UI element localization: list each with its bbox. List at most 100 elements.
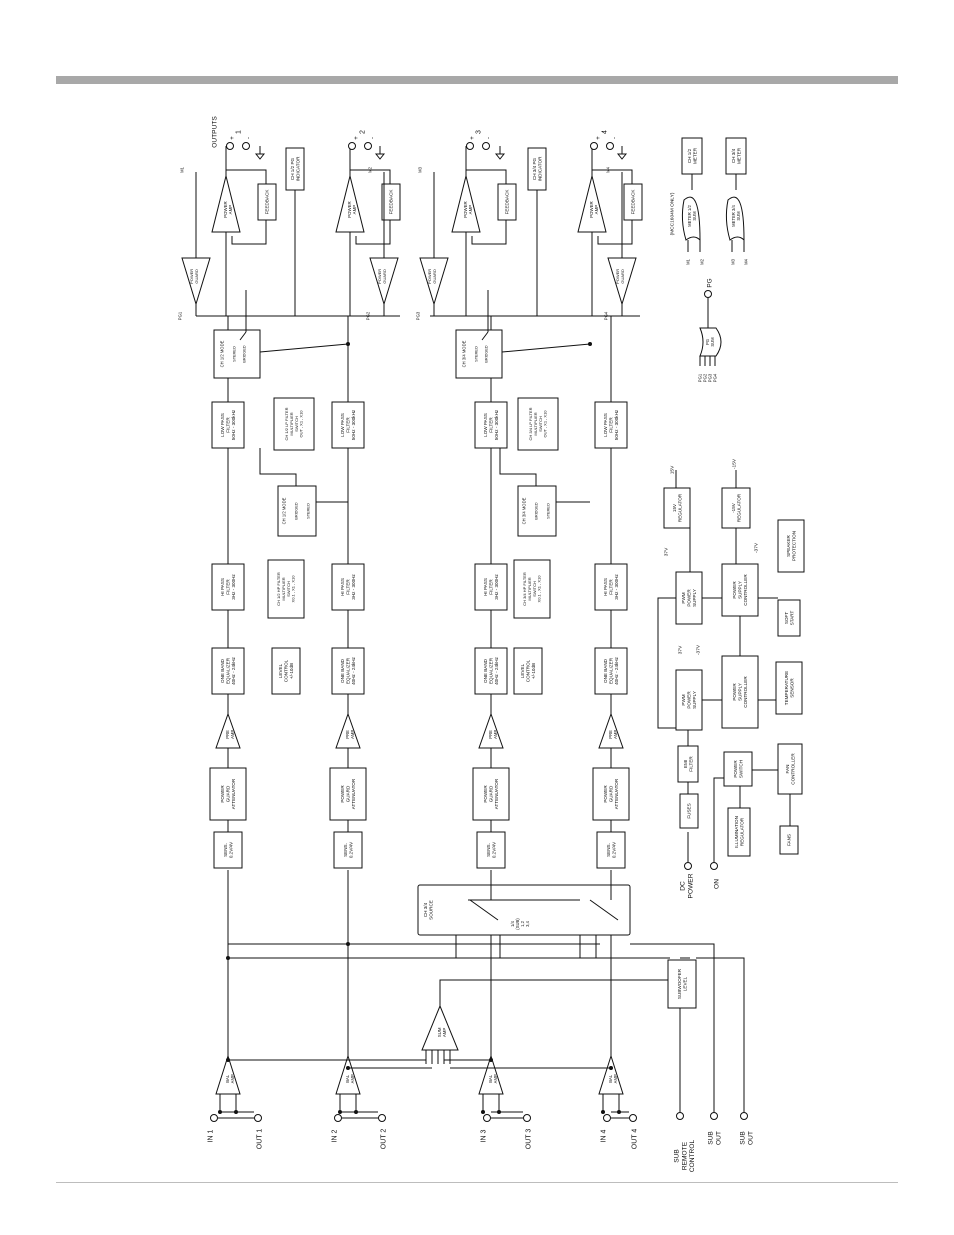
power-guard-attenuator-3 (472, 767, 510, 821)
ground-icon (494, 146, 506, 160)
power-switch (723, 751, 753, 787)
out-mode-switch-12 (213, 329, 261, 379)
hi-pass-filter-2-label: HI PASSFILTER3Hz - 300Hz (340, 574, 356, 600)
hi-pass-filter-3-label: HI PASSFILTER3Hz - 300Hz (483, 574, 499, 600)
feedback-4 (623, 183, 643, 221)
level-control-34-label: LEVELCONTROL+/-10dB (520, 659, 536, 682)
equalizer-4 (594, 647, 628, 695)
thru-jack-3 (523, 1114, 531, 1122)
ps-controller-1-label: POWERSUPPLYCONTROLLER (732, 676, 748, 708)
output-minus-jack-2 (364, 142, 372, 150)
equalizer-2 (331, 647, 365, 695)
pg-sum-gate (699, 327, 722, 357)
output-number-4: 4 (601, 130, 608, 134)
sub-out-label-2: SUBOUT (739, 1131, 754, 1145)
m-node-2: M2 (367, 166, 372, 172)
feedback-1-label: FEEDBACK (265, 189, 270, 215)
sub-remote-label: SUBREMOTECONTROL (673, 1140, 696, 1173)
feedback-wire (466, 169, 507, 184)
output-thru-label-4: OUT 4 (631, 1129, 638, 1150)
sens-switch-1-label: SENS.0.2V/4V (223, 841, 234, 858)
sens-switch-4-label: SENS.0.2V/4V (606, 841, 617, 858)
input-label-4: IN 4 (600, 1129, 607, 1142)
low-pass-filter-3-label: LOW PASSFILTER50Hz - 300kHz (483, 409, 499, 440)
sum-amp-label: SUMAMP (437, 1027, 447, 1037)
output-minus-jack-3 (482, 142, 490, 150)
pg-output-label: PG (706, 278, 713, 287)
output-thru-label-2: OUT 2 (380, 1129, 387, 1150)
meter-in-m2: M2 (699, 258, 704, 264)
power-amp-4-label: POWERAMP (589, 201, 599, 218)
mode-switch-box-34 (517, 485, 557, 537)
pre-amp-3-label: PREAMP (488, 730, 498, 739)
input-label-1: IN 1 (207, 1129, 214, 1142)
rail-neg37v-2: -37V (754, 542, 760, 553)
meter-in (687, 240, 745, 252)
pg-sum-input-label: PG4 (712, 373, 717, 382)
low-pass-filter-3 (474, 401, 508, 449)
illumination-regulator (727, 807, 751, 857)
bal-amp-4 (598, 1054, 624, 1095)
mode-switch-box-12 (277, 485, 317, 537)
source-switch-wiper (469, 899, 619, 921)
feedback-wire (597, 220, 633, 245)
soft-start (777, 599, 801, 637)
outputs-label: OUTPUTS (211, 116, 218, 148)
stereo-label-34: STEREO (546, 503, 550, 519)
emi-filter-label: EMIFILTER (683, 756, 694, 772)
hi-pass-filter-4-label: HI PASSFILTER3Hz - 300Hz (603, 574, 619, 600)
out-bridged-12: BRIDGED (242, 345, 246, 363)
meter-in-m3: M3 (730, 258, 735, 264)
meter-in-m1: M1 (685, 258, 690, 264)
sub-out-jack-1 (710, 1112, 718, 1120)
feedback-wire (350, 169, 391, 184)
bal-amp-1 (215, 1054, 241, 1095)
power-guard-attenuator-2-label: POWERGUARDATTENUATOR (340, 778, 356, 809)
source-positions-label: 1/4(SUB)1,23,4 (510, 918, 530, 930)
out-stereo-12: STEREO (232, 346, 236, 362)
junction-dot (601, 1110, 605, 1114)
sens-switch-1 (213, 831, 243, 869)
meter-12-label: CH 1/2METER (687, 147, 698, 164)
power-wire (758, 597, 778, 701)
m-node-1: M1 (179, 166, 184, 172)
mcc-note: (MCC1604M ONLY) (670, 192, 676, 235)
bal-in (339, 1094, 357, 1112)
sum-bus (444, 1059, 611, 1069)
level-control-34 (513, 647, 543, 695)
feedback-2 (381, 183, 401, 221)
speaker-protection (777, 519, 805, 573)
subwoofer-level (667, 959, 697, 1009)
output-minus-label: - (486, 137, 492, 139)
bal-amp-4-label: BALAMP (608, 1074, 618, 1083)
hpf-multiplier-34 (513, 559, 551, 619)
feedback-wire (592, 169, 633, 184)
bal-amp-1-label: BALAMP (225, 1074, 235, 1083)
power-wire (739, 769, 791, 826)
thru-jack-1 (254, 1114, 262, 1122)
pg-sum-label: PGSUM (705, 337, 715, 347)
ground-icon (254, 146, 266, 160)
thru-jack-2 (378, 1114, 386, 1122)
output-minus-label: - (246, 137, 252, 139)
regulator-15v (663, 487, 691, 529)
power-amp-1-label: POWERAMP (223, 201, 233, 218)
feedback-2-label: FEEDBACK (389, 189, 394, 215)
meter-12 (681, 137, 703, 175)
junction-dot (346, 1066, 350, 1070)
junction-dot (226, 1058, 230, 1062)
sub-out-jack-2 (740, 1112, 748, 1120)
power-guard-4-label: POWERGUARD (615, 269, 625, 284)
out-mode-12-label: CH 1/2 MODE (219, 340, 224, 367)
pwm-supply-1 (675, 669, 703, 731)
sens-switch-2-label: SENS.0.2V/4V (343, 841, 354, 858)
power-wire (687, 777, 726, 862)
pre-amp-1-label: PREAMP (225, 730, 235, 739)
sub-remote-jack (676, 1112, 684, 1120)
pg-ind-wire (294, 190, 538, 316)
meter-out (691, 174, 737, 190)
power-guard-attenuator-4 (592, 767, 630, 821)
input-jack-2 (334, 1114, 342, 1122)
output-plus-jack-1 (226, 142, 234, 150)
temperature-sensor (775, 661, 803, 715)
